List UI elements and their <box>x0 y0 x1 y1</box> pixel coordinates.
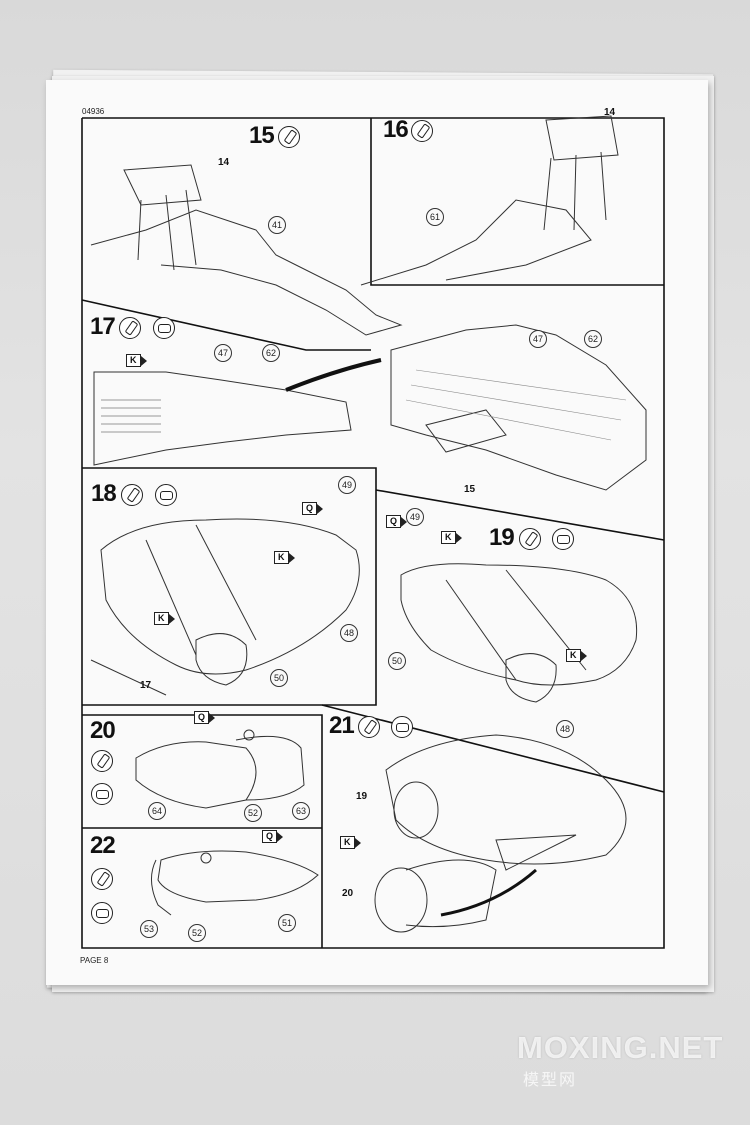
part-callout: 62 <box>262 344 280 362</box>
paint-flag: K <box>566 649 586 662</box>
step-22-number: 22 <box>90 832 116 859</box>
glue-icon <box>91 750 113 772</box>
paint-icon <box>91 783 113 805</box>
paint-icon <box>153 317 175 339</box>
step-21-number: 21 <box>329 712 355 739</box>
part-ref: 19 <box>356 791 368 802</box>
glue-icon <box>358 716 380 738</box>
glue-icon <box>278 126 300 148</box>
step-20-number: 20 <box>90 717 116 744</box>
step-18-number: 18 <box>91 480 117 507</box>
paint-flag: Q <box>262 830 284 843</box>
part-callout: 48 <box>556 720 574 738</box>
part-ref: 17 <box>140 680 152 691</box>
step-17-number: 17 <box>90 313 116 340</box>
document-code: 04936 <box>82 107 105 116</box>
part-callout: 50 <box>270 669 288 687</box>
paint-flag: K <box>154 612 174 625</box>
glue-icon <box>119 317 141 339</box>
paint-flag: Q <box>386 515 408 528</box>
step-19-number: 19 <box>489 524 515 551</box>
part-ref: 20 <box>342 888 354 899</box>
part-callout: 53 <box>140 920 158 938</box>
paint-flag: K <box>274 551 294 564</box>
glue-icon <box>519 528 541 550</box>
paint-flag: Q <box>302 502 324 515</box>
part-callout: 63 <box>292 802 310 820</box>
paint-icon <box>391 716 413 738</box>
part-callout: 49 <box>406 508 424 526</box>
glue-icon <box>121 484 143 506</box>
paint-flag: K <box>340 836 360 849</box>
panel-frames <box>81 115 665 949</box>
part-callout: 61 <box>426 208 444 226</box>
part-callout: 47 <box>529 330 547 348</box>
part-callout: 50 <box>388 652 406 670</box>
page-number: PAGE 8 <box>80 956 109 965</box>
part-callout: 48 <box>340 624 358 642</box>
paint-icon <box>91 902 113 924</box>
watermark-logo: MOXING.NET <box>517 1030 724 1065</box>
paint-icon <box>155 484 177 506</box>
paint-flag: K <box>126 354 146 367</box>
part-callout: 64 <box>148 802 166 820</box>
part-callout: 41 <box>268 216 286 234</box>
part-callout: 49 <box>338 476 356 494</box>
part-ref: 15 <box>464 484 476 495</box>
part-ref: 14 <box>604 107 616 118</box>
part-ref: 14 <box>218 157 230 168</box>
part-callout: 62 <box>584 330 602 348</box>
glue-icon <box>411 120 433 142</box>
part-callout: 52 <box>244 804 262 822</box>
part-callout: 52 <box>188 924 206 942</box>
glue-icon <box>91 868 113 890</box>
paint-flag: K <box>441 531 461 544</box>
instruction-page: 04936 <box>46 80 708 985</box>
paint-flag: Q <box>194 711 216 724</box>
part-callout: 51 <box>278 914 296 932</box>
step-15-number: 15 <box>249 122 275 149</box>
paint-icon <box>552 528 574 550</box>
part-callout: 47 <box>214 344 232 362</box>
step-16-number: 16 <box>383 116 409 143</box>
watermark-subtitle: 模型网 <box>523 1072 578 1089</box>
